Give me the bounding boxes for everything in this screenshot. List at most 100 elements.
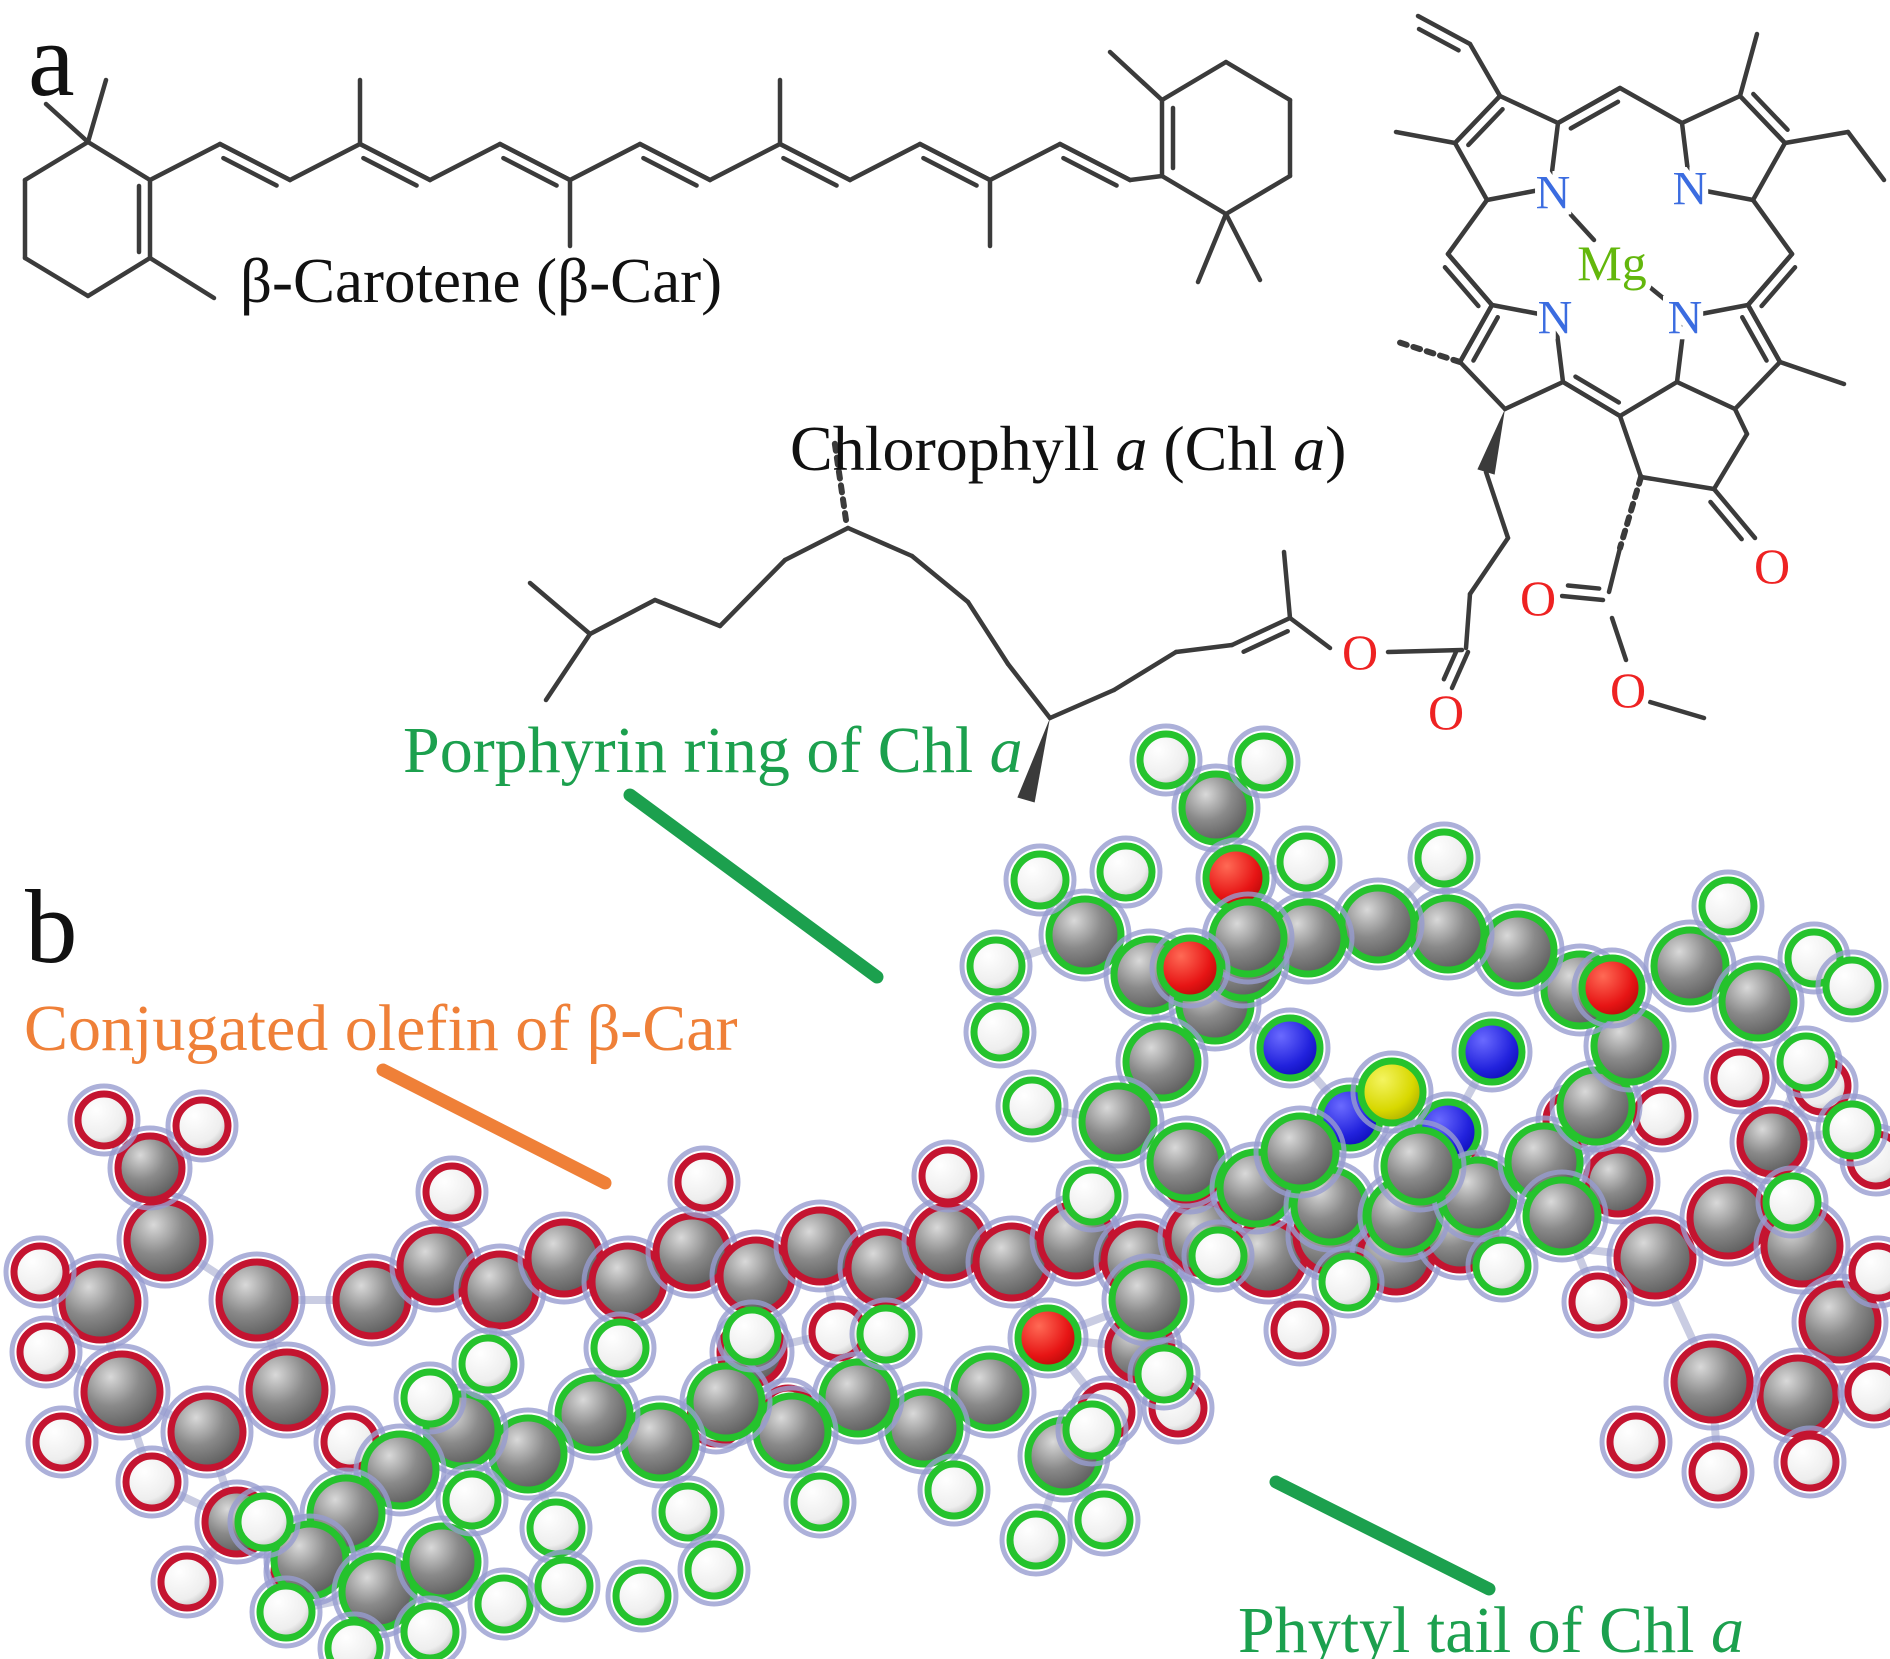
atom-hydrogen [256, 1582, 316, 1642]
bond-line [1452, 140, 1490, 203]
atom-carbon [1260, 1112, 1340, 1192]
atom-label-O: O [1342, 624, 1378, 680]
atoms-3d [3, 723, 1890, 1659]
atom-halo [317, 1611, 391, 1659]
atom-hydrogen [970, 1002, 1030, 1062]
atom-halo [1407, 821, 1481, 895]
atom-label-N: N [1536, 166, 1571, 219]
atom-hydrogen [1134, 1344, 1194, 1404]
atom-label-N: N [1538, 291, 1573, 344]
bond-line [357, 141, 433, 183]
atom-carbon [588, 1242, 668, 1322]
bond-line [361, 155, 419, 188]
bond-line [1674, 379, 1738, 412]
atom-halo [911, 1139, 985, 1213]
atom-hydrogen [1776, 1032, 1836, 1092]
atom-oxygen [1156, 934, 1224, 1002]
atom-carbon [1613, 1216, 1697, 1300]
bond-line [1281, 549, 1293, 621]
atom-carbon [488, 1414, 568, 1494]
atom-label-Mg: Mg [1577, 235, 1646, 291]
atom-hydrogen [1844, 1362, 1890, 1422]
atom-hydrogen [1414, 828, 1474, 888]
atom-hydrogen [1010, 850, 1070, 910]
bond-line [1223, 59, 1293, 103]
bond-line [1552, 314, 1566, 385]
atom-halo [995, 1069, 1069, 1143]
atom-hydrogen [1002, 1076, 1062, 1136]
atom-hydrogen [10, 1242, 70, 1302]
atom-carbon [1718, 962, 1798, 1042]
atom-hydrogen [1762, 1172, 1822, 1232]
atom-halo [1815, 1093, 1889, 1167]
atom-halo [1571, 947, 1653, 1029]
atom-hydrogen [1074, 1490, 1134, 1550]
atom-halo [1071, 1075, 1165, 1169]
atom-hydrogen [1096, 842, 1156, 902]
atom-halo [1691, 869, 1765, 943]
atom-hydrogen [1568, 1272, 1628, 1332]
atom-carbon [114, 1132, 186, 1204]
bond-line [22, 255, 91, 299]
atom-label-O: O [1754, 538, 1790, 594]
bond-line [1484, 185, 1553, 203]
bond-line [847, 141, 923, 183]
atom-halo [605, 1559, 679, 1633]
atom-halo [1561, 1265, 1635, 1339]
atom-carbon [338, 1552, 418, 1632]
atom-halo [583, 1311, 657, 1385]
atom-halo [1791, 1273, 1889, 1371]
bond-line [782, 525, 851, 563]
atom-carbon [1380, 1126, 1460, 1206]
atom-halo [963, 995, 1037, 1069]
atom-hydrogen [1822, 1100, 1882, 1160]
bond-line [1777, 359, 1847, 387]
hashed-wedge-bond [1395, 339, 1463, 365]
bond-line [965, 599, 1011, 667]
atom-hydrogen [442, 1470, 502, 1530]
atom-halo [1681, 1435, 1755, 1509]
bond-line [1609, 615, 1629, 663]
bond-line [1737, 93, 1788, 146]
bond-line [85, 139, 153, 183]
atom-halo [527, 1549, 601, 1623]
atom-halo [1773, 1425, 1847, 1499]
atom-halo [1841, 1235, 1890, 1309]
bond-line [1732, 359, 1783, 412]
atom-carbon [167, 1392, 247, 1472]
atom-halo [227, 1485, 301, 1559]
bond-line [717, 557, 788, 629]
bond-line [1617, 379, 1680, 419]
bond-line [1111, 649, 1179, 693]
atom-halo [715, 1299, 789, 1373]
atom-halo [393, 1361, 467, 1435]
atom-hydrogen [1688, 1442, 1748, 1502]
bond-line [1547, 120, 1561, 191]
bond-line [1559, 593, 1606, 603]
carotene-name: β-Carotene (β-Car) [240, 246, 722, 316]
atom-carbon [402, 1522, 482, 1602]
atom-halo [1451, 1011, 1533, 1093]
atom-carbon [123, 1198, 207, 1282]
atom-halo [1663, 1333, 1761, 1431]
bond-line [1711, 431, 1750, 492]
atom-oxygen [1202, 844, 1270, 912]
bond-line [427, 141, 503, 183]
atom-hydrogen [1136, 730, 1196, 790]
hashed-wedge-bond [831, 435, 849, 523]
atom-halo [73, 1343, 171, 1441]
phytyl-pointer-line [1269, 1475, 1496, 1596]
bond-line [1159, 173, 1229, 217]
atom-hydrogen [157, 1552, 217, 1612]
bond-line [1467, 535, 1511, 597]
atom-hydrogen [1006, 1510, 1066, 1570]
atom-halo [9, 1315, 83, 1389]
atom-halo [1465, 1229, 1539, 1303]
bond-line [1471, 314, 1501, 363]
bond-line [567, 141, 643, 183]
chlorophyll-name: Chlorophyll a (Chl a) [790, 413, 1346, 484]
atom-halo [1373, 1119, 1467, 1213]
